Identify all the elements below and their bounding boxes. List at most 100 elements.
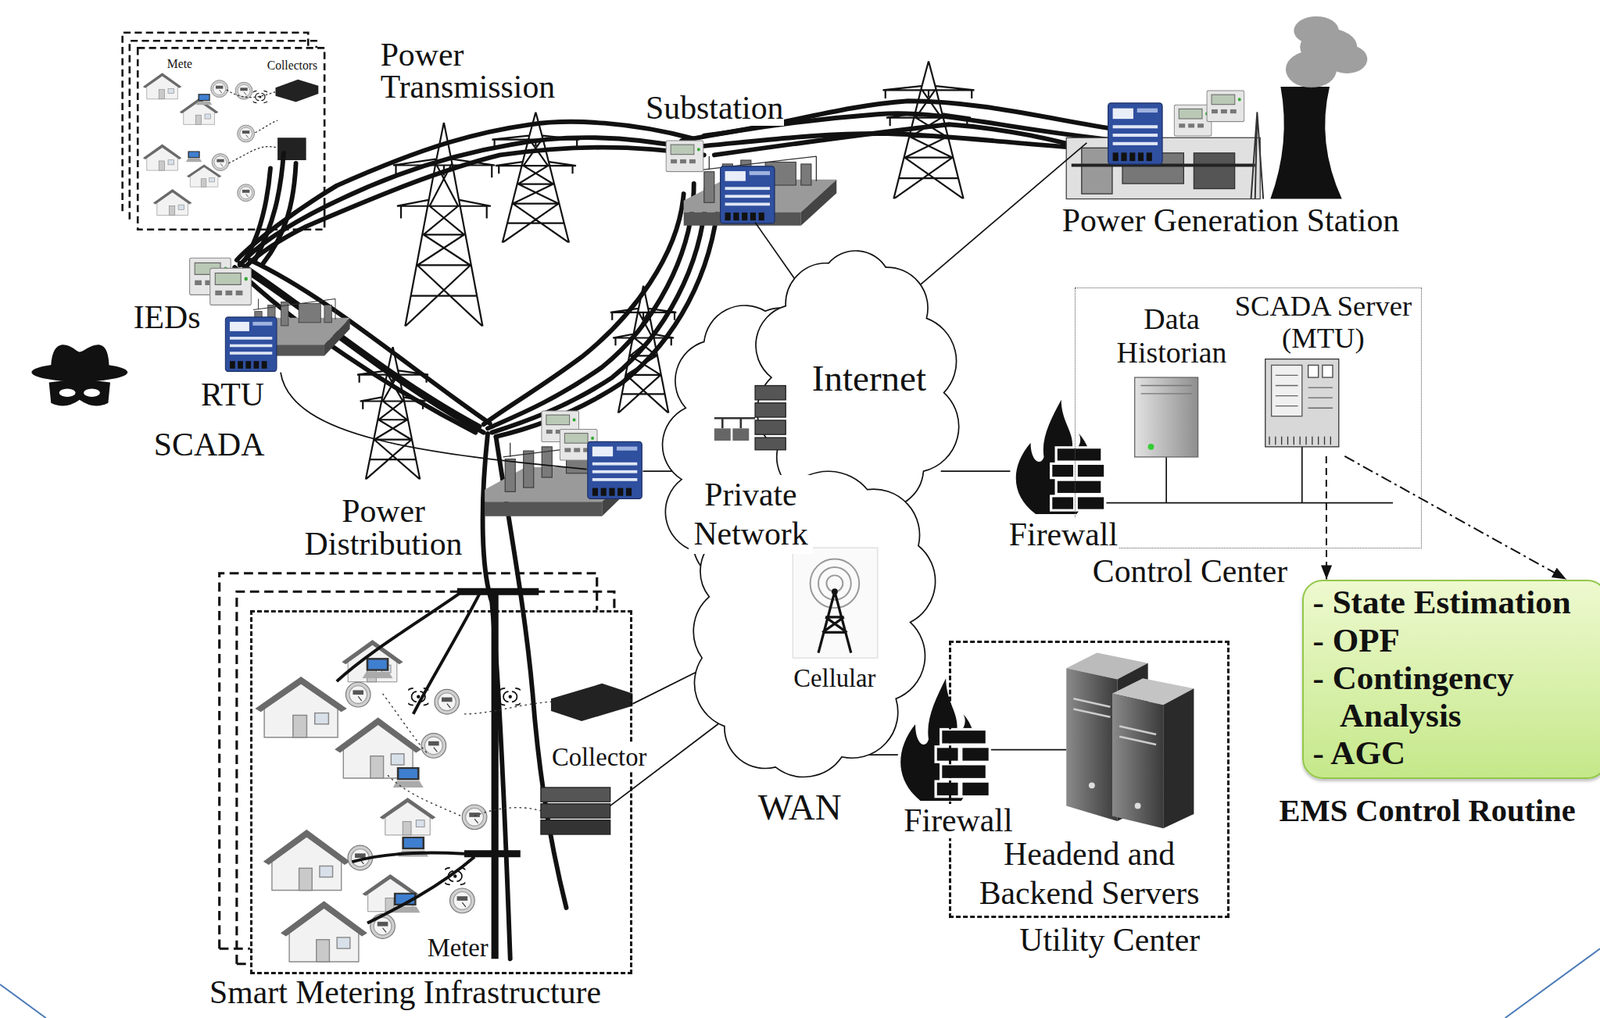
top-meter-group xyxy=(235,82,253,100)
cellular-icon xyxy=(810,558,860,609)
cellular-icon xyxy=(810,558,860,609)
firewall-icons xyxy=(1016,400,1106,515)
smart-meter-field xyxy=(393,767,424,788)
transmission-towers xyxy=(491,112,580,244)
smart-meter-field xyxy=(551,683,633,722)
control-center-equipment xyxy=(1271,365,1303,416)
control-center-equipment xyxy=(1265,359,1339,448)
cellular-icon xyxy=(792,547,877,659)
private-network-icon xyxy=(732,428,749,441)
dashed-arrow xyxy=(1325,456,1328,580)
headend-servers xyxy=(1066,668,1117,822)
list-item: - OPF xyxy=(1313,622,1599,660)
section-label: Power Generation Station xyxy=(1061,204,1400,239)
hacker-icon xyxy=(83,388,101,397)
top-meter-group xyxy=(143,144,183,172)
device-label: Meter xyxy=(426,934,490,962)
utility-center-box: Headend and Backend ServersUtility Cente… xyxy=(948,640,1230,919)
top-meter-group xyxy=(137,47,325,230)
smart-meter-field xyxy=(370,914,396,940)
group-heading: Smart Metering Infrastructure xyxy=(209,976,602,1011)
network-label: WAN xyxy=(757,788,843,827)
group-label: Mete xyxy=(166,57,194,71)
box-caption: EMS Control Routine xyxy=(1278,794,1575,828)
power-station xyxy=(1071,164,1256,168)
smart-meter-field xyxy=(361,658,393,679)
smart-meter-field xyxy=(461,805,487,831)
private-network-icon xyxy=(755,437,786,451)
hacker-icon xyxy=(49,379,111,406)
power-station xyxy=(1066,137,1260,199)
firewall-icons xyxy=(900,678,990,802)
list-item: - AGC xyxy=(1313,734,1599,773)
historian-node: Data Historian xyxy=(1102,302,1241,461)
private-network-icon xyxy=(755,386,786,401)
smart-meter-field xyxy=(345,682,371,708)
smart-meter-field xyxy=(336,594,480,924)
power-station xyxy=(1206,90,1245,122)
smart-meter-field xyxy=(450,888,476,914)
headend-servers xyxy=(1163,688,1194,829)
power-lines xyxy=(234,100,1117,960)
dash-dot-arrow xyxy=(1344,456,1567,580)
power-lines xyxy=(263,163,297,264)
top-meter-group xyxy=(143,72,183,100)
comm-links xyxy=(755,222,799,284)
power-lines xyxy=(681,133,1113,151)
transmission-towers xyxy=(393,122,496,327)
comm-links xyxy=(632,668,704,705)
slide-corner-lines xyxy=(0,948,1600,1018)
system-label: SCADA xyxy=(153,428,266,463)
comm-links xyxy=(280,372,588,470)
section-label: Substation xyxy=(644,91,784,126)
top-meter-group xyxy=(250,90,270,103)
power-station xyxy=(1174,104,1212,137)
substations xyxy=(587,441,642,499)
headend-servers xyxy=(1073,698,1157,745)
transmission-towers xyxy=(357,347,429,480)
power-lines xyxy=(483,193,684,425)
hacker-icon xyxy=(31,344,128,406)
slide-corner-lines xyxy=(0,984,47,1018)
substations xyxy=(665,140,704,172)
power-station xyxy=(1066,16,1368,200)
smart-meter-field xyxy=(540,804,611,819)
private-network-icon xyxy=(755,403,786,418)
private-network-icon xyxy=(755,386,786,451)
power-lines xyxy=(236,121,695,261)
smart-meter-field xyxy=(434,689,460,715)
power-lines xyxy=(254,153,284,261)
network-label: Private Network xyxy=(688,475,813,554)
node-label: SCADA Server (MTU) xyxy=(1229,290,1418,355)
control-center-equipment xyxy=(1134,359,1339,458)
cellular-icon xyxy=(792,547,877,659)
control-center-equipment xyxy=(1134,377,1199,458)
substations xyxy=(225,317,277,372)
smart-meter-field xyxy=(379,798,437,836)
comm-links xyxy=(984,749,1067,752)
control-center-equipment xyxy=(1269,436,1331,445)
node-label: Headend and Backend Servers xyxy=(951,835,1228,913)
top-meter-group xyxy=(211,80,229,98)
headend-servers xyxy=(1066,653,1194,830)
top-meter-group xyxy=(237,184,255,202)
headend-servers xyxy=(1134,803,1142,810)
smart-meter-field xyxy=(457,590,539,960)
comm-links xyxy=(941,470,1011,473)
private-network-icon xyxy=(714,428,731,441)
hacker-icon xyxy=(59,388,76,397)
smart-meter-field xyxy=(254,676,347,738)
headend-servers xyxy=(1112,694,1164,829)
power-lines xyxy=(244,168,271,261)
group-heading: Control Center xyxy=(1092,554,1288,590)
top-meter-group xyxy=(186,150,203,162)
power-station xyxy=(1270,86,1342,200)
headend-servers xyxy=(1088,782,1096,789)
ems-box: - State Estimation- OPF- Contingency Ana… xyxy=(1302,579,1600,780)
device-label: Firewall xyxy=(1008,518,1119,553)
power-station xyxy=(1293,16,1339,46)
smart-meter-field xyxy=(382,694,552,817)
smart-metering-box: Smart Metering Infrastructure xyxy=(250,610,634,975)
network-clouds xyxy=(662,250,960,777)
